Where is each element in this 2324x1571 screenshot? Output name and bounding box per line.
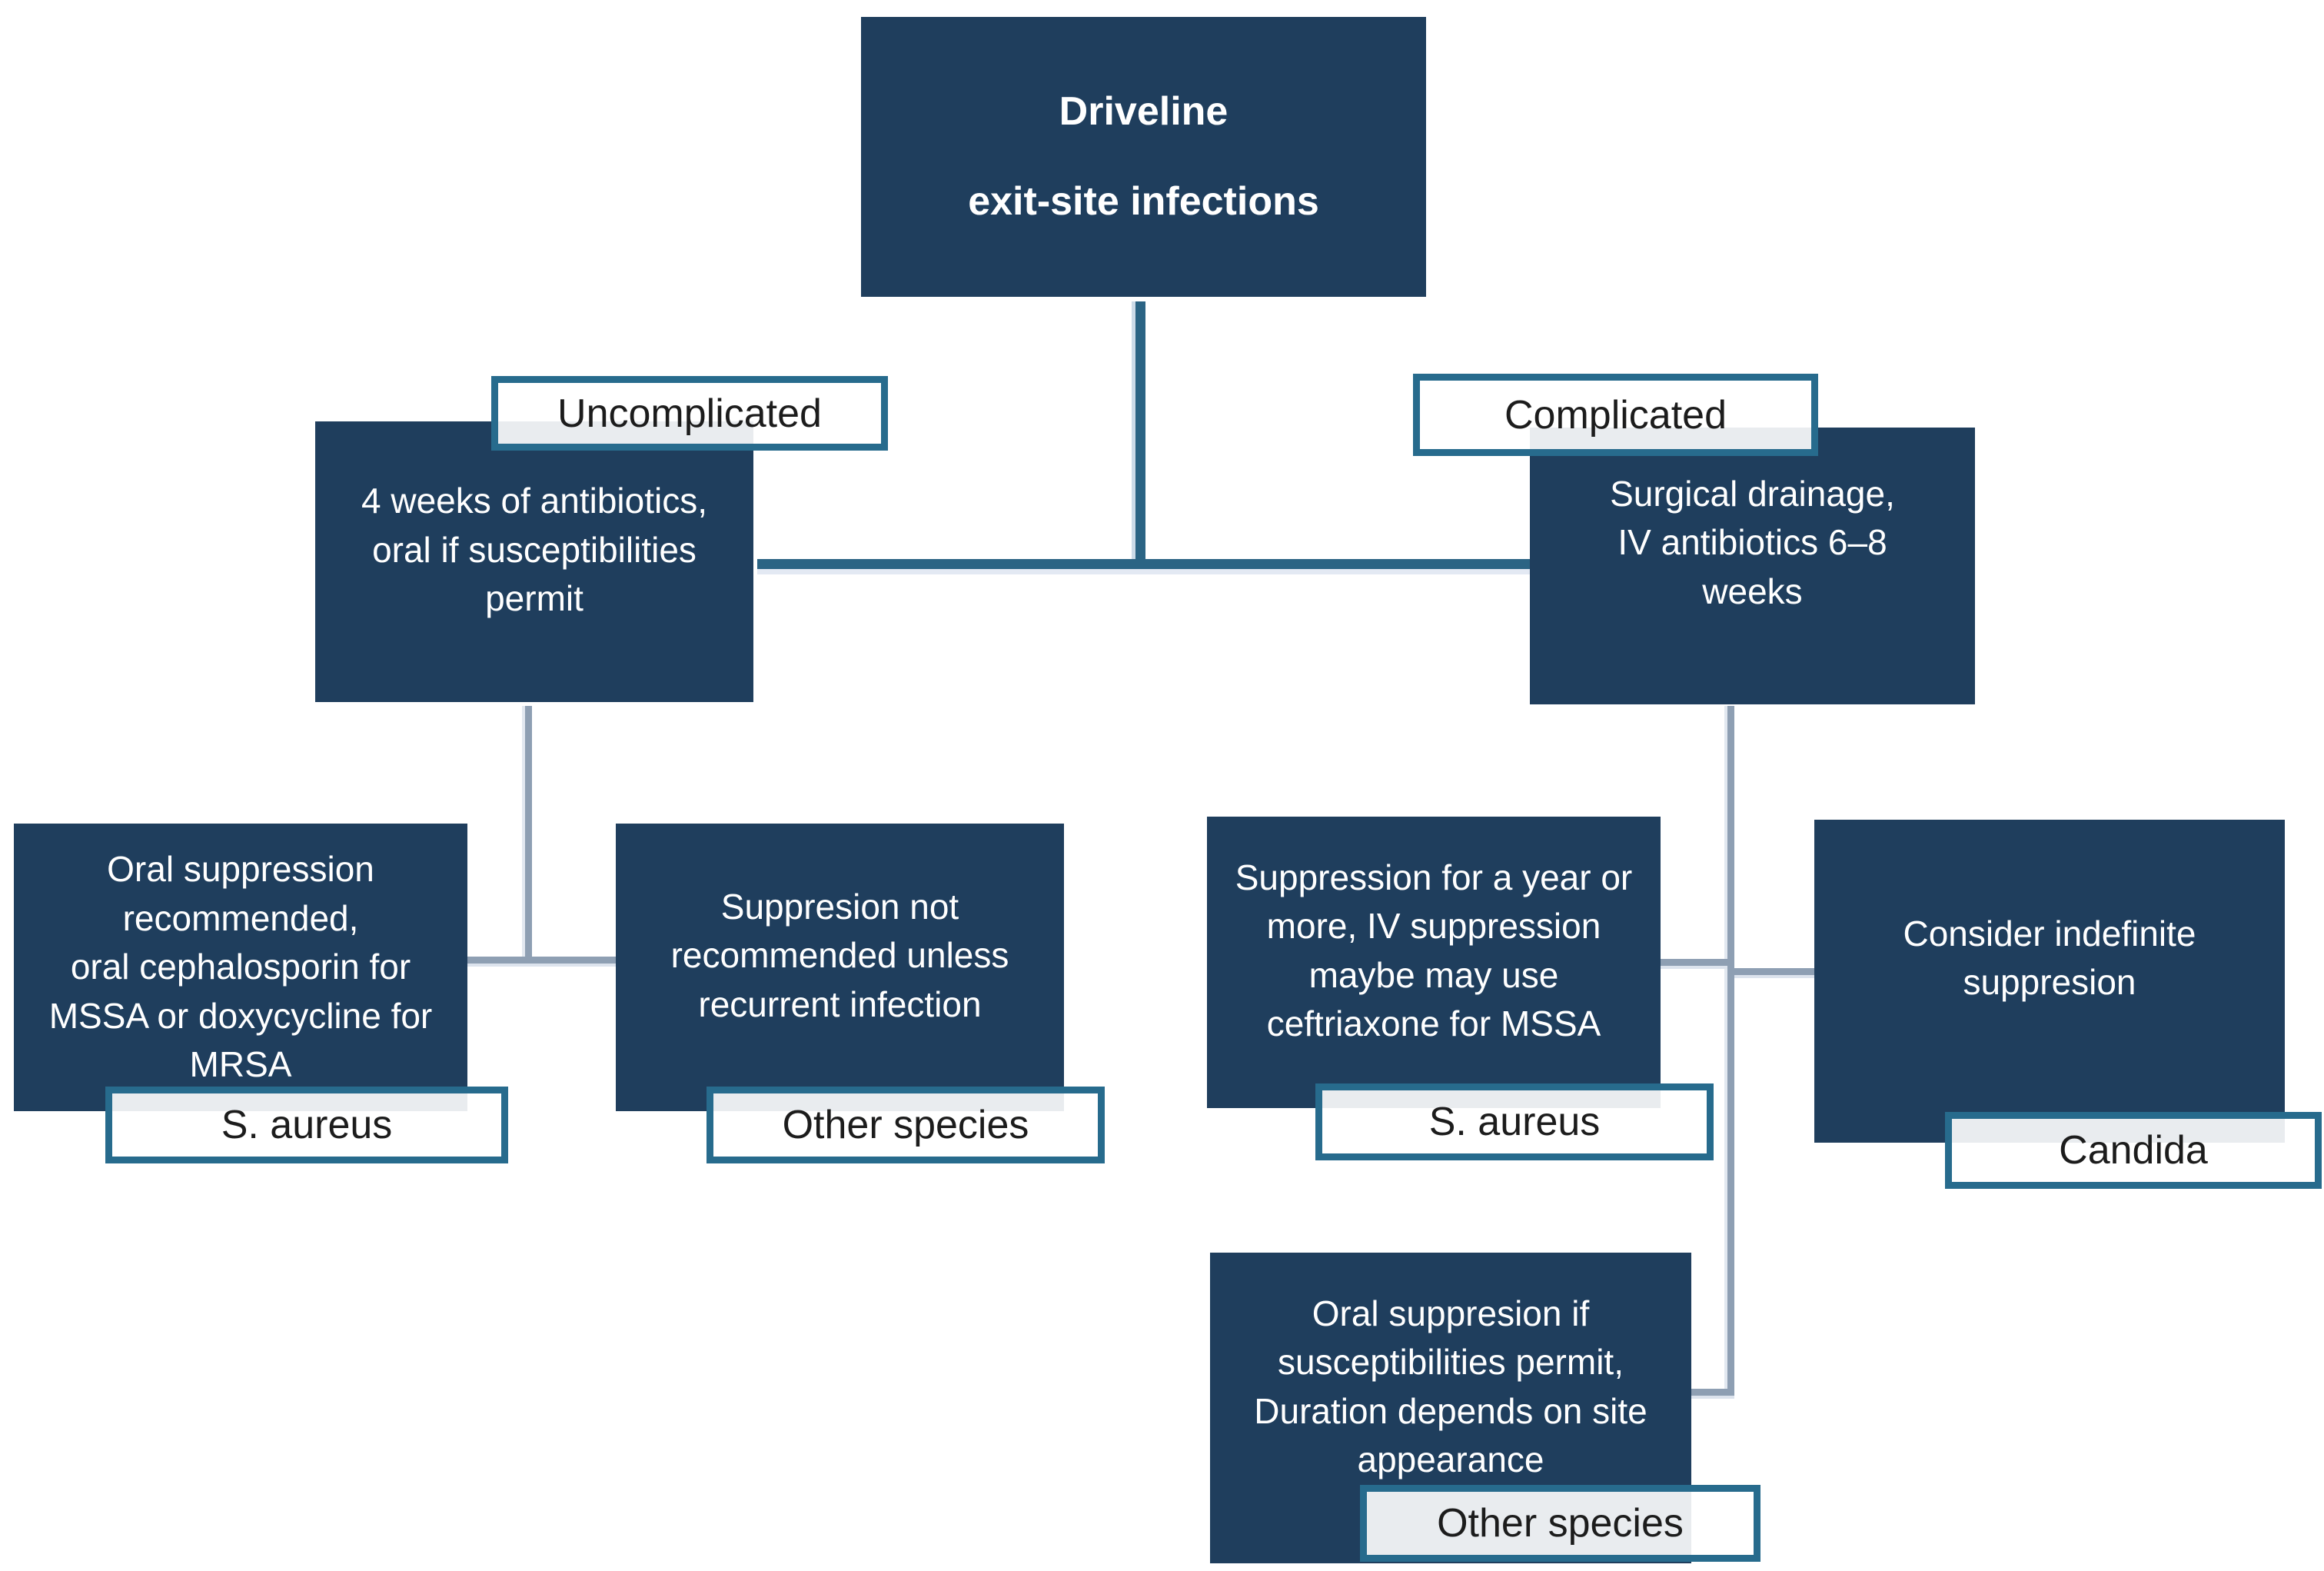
complicated-candida-node: Consider indefinite suppresion xyxy=(1814,820,2285,1143)
complicated-saureus-text: Suppression for a year or more, IV suppr… xyxy=(1235,857,1633,1043)
complicated-candida-label-text: Candida xyxy=(2059,1128,2208,1173)
connector-uncomplicated-vertical xyxy=(525,706,532,960)
uncomplicated-saureus-node: Oral suppression recommended, oral cepha… xyxy=(14,824,467,1111)
complicated-other-species-text: Oral suppresion if susceptibilities perm… xyxy=(1254,1293,1647,1479)
root-node-driveline-exit-site-infections: Driveline exit-site infections xyxy=(861,17,1426,297)
complicated-saureus-node: Suppression for a year or more, IV suppr… xyxy=(1207,817,1661,1108)
complicated-other-species-label-text: Other species xyxy=(1437,1501,1684,1546)
connector-complicated-vertical xyxy=(1727,706,1734,1396)
complicated-other-species-node: Oral suppresion if susceptibilities perm… xyxy=(1210,1253,1691,1563)
complicated-candida-label: Candida xyxy=(1945,1112,2322,1189)
uncomplicated-label-text: Uncomplicated xyxy=(557,391,822,436)
uncomplicated-saureus-label: S. aureus xyxy=(105,1087,508,1163)
connector-root-vertical xyxy=(1135,301,1145,564)
uncomplicated-label: Uncomplicated xyxy=(491,376,888,451)
complicated-saureus-label: S. aureus xyxy=(1315,1083,1714,1160)
uncomplicated-saureus-label-text: S. aureus xyxy=(221,1103,393,1147)
uncomplicated-other-species-node: Suppresion not recommended unless recurr… xyxy=(616,824,1064,1111)
uncomplicated-other-species-label: Other species xyxy=(707,1087,1105,1163)
uncomplicated-other-species-label-text: Other species xyxy=(782,1103,1029,1147)
uncomplicated-other-species-text: Suppresion not recommended unless recurr… xyxy=(670,886,1009,1024)
complicated-plan-text: Surgical drainage, IV antibiotics 6–8 we… xyxy=(1610,473,1895,611)
connector-complicated-other-stub xyxy=(1691,1389,1734,1396)
connector-uncomplicated-horizontal xyxy=(467,957,617,964)
uncomplicated-plan-node: 4 weeks of antibiotics, oral if suscepti… xyxy=(315,421,753,702)
complicated-candida-text: Consider indefinite suppresion xyxy=(1903,913,2196,1002)
connector-complicated-saureus-stub xyxy=(1661,959,1727,966)
uncomplicated-plan-text: 4 weeks of antibiotics, oral if suscepti… xyxy=(361,481,707,619)
root-node-text: Driveline exit-site infections xyxy=(968,89,1319,224)
complicated-label: Complicated xyxy=(1413,374,1818,456)
complicated-saureus-label-text: S. aureus xyxy=(1428,1100,1601,1144)
complicated-other-species-label: Other species xyxy=(1360,1485,1760,1562)
uncomplicated-saureus-text: Oral suppression recommended, oral cepha… xyxy=(48,849,433,1085)
complicated-plan-node: Surgical drainage, IV antibiotics 6–8 we… xyxy=(1530,428,1975,704)
complicated-label-text: Complicated xyxy=(1504,392,1727,438)
connector-complicated-candida-stub xyxy=(1734,968,1814,975)
connector-branch-horizontal xyxy=(757,559,1542,569)
